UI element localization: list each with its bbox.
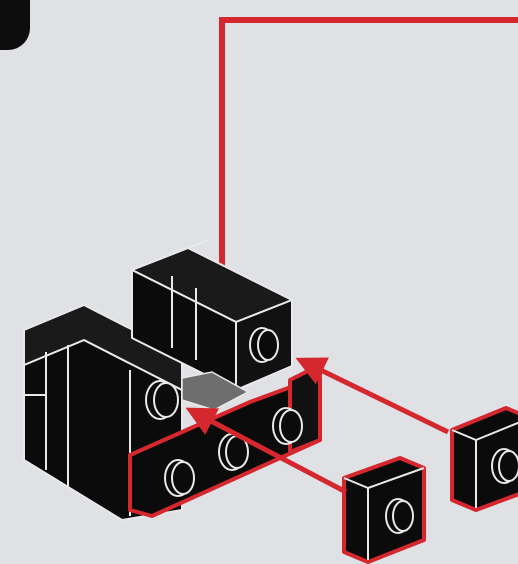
- callout-connector-line: [222, 20, 518, 292]
- arrow-up-left-icon: [300, 360, 448, 432]
- 1x1-brick-middle: [344, 458, 424, 562]
- 1x1-brick-right: [452, 408, 518, 510]
